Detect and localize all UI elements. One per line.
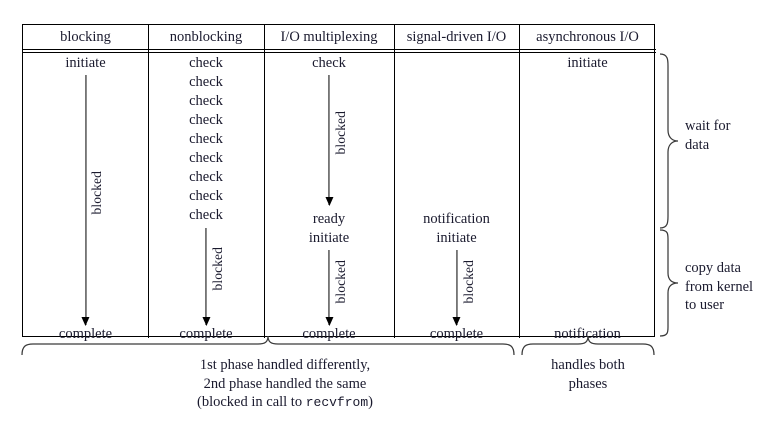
flow-arrow-nonblocking	[205, 228, 207, 325]
bracket-line-2: from kernel	[685, 278, 754, 295]
caption-line-2: 2nd phase handled the same	[203, 375, 367, 392]
caption-line-3-post: )	[368, 394, 373, 410]
label-complete: complete	[58, 326, 113, 342]
arrow-label-blocked: blocked	[210, 247, 225, 291]
bracket-line-2: data	[685, 136, 710, 153]
flow-arrow-blocking	[84, 75, 87, 325]
bracket-wait-for-data	[658, 52, 680, 230]
flow-arrow-multiplexing-1	[328, 75, 330, 205]
column-asynchronous: initiate notification	[519, 53, 656, 342]
label-check: check	[189, 207, 223, 223]
column-divider-1	[148, 25, 150, 338]
label-complete: complete	[179, 326, 233, 342]
column-header-signal-driven: signal-driven I/O	[406, 29, 507, 45]
column-header-blocking: blocking	[60, 29, 111, 45]
label-initiate: initiate	[308, 230, 350, 246]
column-header-io-multiplexing: I/O multiplexing	[280, 29, 378, 45]
column-nonblocking: check check check check check check chec…	[148, 53, 264, 342]
label-check: check	[189, 169, 223, 185]
arrow-label-blocked: blocked	[461, 260, 476, 304]
label-notification: notification	[423, 211, 490, 227]
column-blocking: initiate blocked complete	[23, 53, 148, 342]
column-divider-3	[394, 25, 396, 338]
header-rule-top	[23, 49, 656, 51]
label-complete: complete	[429, 326, 484, 342]
arrow-label-blocked: blocked	[333, 111, 348, 155]
label-check: check	[189, 188, 223, 204]
header-rule-bottom	[23, 52, 656, 54]
column-header-asynchronous: asynchronous I/O	[536, 29, 639, 45]
label-check: check	[312, 55, 346, 71]
label-check: check	[189, 131, 223, 147]
label-initiate: initiate	[436, 230, 477, 246]
label-check: check	[189, 112, 223, 128]
bracket-label-wait-for-data: wait for data	[685, 117, 731, 154]
label-check: check	[189, 74, 223, 90]
label-check: check	[189, 93, 223, 109]
column-signal-driven: notification initiate blocked complete	[394, 53, 519, 342]
label-check: check	[189, 55, 223, 71]
bracket-async-column	[520, 335, 656, 357]
flow-arrow-multiplexing-2	[328, 250, 330, 325]
caption-line-2: phases	[568, 375, 608, 392]
io-models-table: blocking nonblocking I/O multiplexing si…	[22, 24, 656, 342]
bracket-copy-data	[658, 228, 680, 338]
label-ready: ready	[312, 211, 346, 227]
flow-arrow-signal-driven	[455, 250, 458, 325]
label-complete: complete	[302, 326, 356, 342]
arrow-label-blocked: blocked	[333, 260, 348, 304]
column-divider-2	[264, 25, 266, 338]
caption-line-3-pre: (blocked in call to	[197, 394, 306, 410]
label-check: check	[189, 150, 223, 166]
caption-line-3: (blocked in call to recvfrom)	[135, 393, 435, 413]
caption-first-four-columns: 1st phase handled differently, 2nd phase…	[135, 356, 435, 413]
caption-line-1: 1st phase handled differently,	[199, 357, 371, 373]
bracket-line-1: copy data	[685, 260, 741, 276]
bracket-label-copy-data: copy data from kernel to user	[685, 259, 753, 315]
column-io-multiplexing: check blocked ready initiate blocked com…	[264, 53, 394, 342]
bracket-line-3: to user	[685, 297, 725, 313]
column-header-nonblocking: nonblocking	[169, 29, 243, 45]
column-divider-4	[519, 25, 521, 338]
arrow-label-blocked: blocked	[89, 171, 104, 215]
label-notification: notification	[554, 326, 621, 342]
caption-async-column: handles both phases	[518, 356, 658, 393]
bracket-line-1: wait for	[685, 118, 731, 134]
caption-line-3-mono: recvfrom	[305, 395, 369, 410]
label-initiate: initiate	[567, 55, 608, 71]
label-initiate: initiate	[65, 55, 106, 71]
bracket-first-four-columns	[20, 335, 516, 357]
caption-line-1: handles both	[551, 357, 625, 373]
